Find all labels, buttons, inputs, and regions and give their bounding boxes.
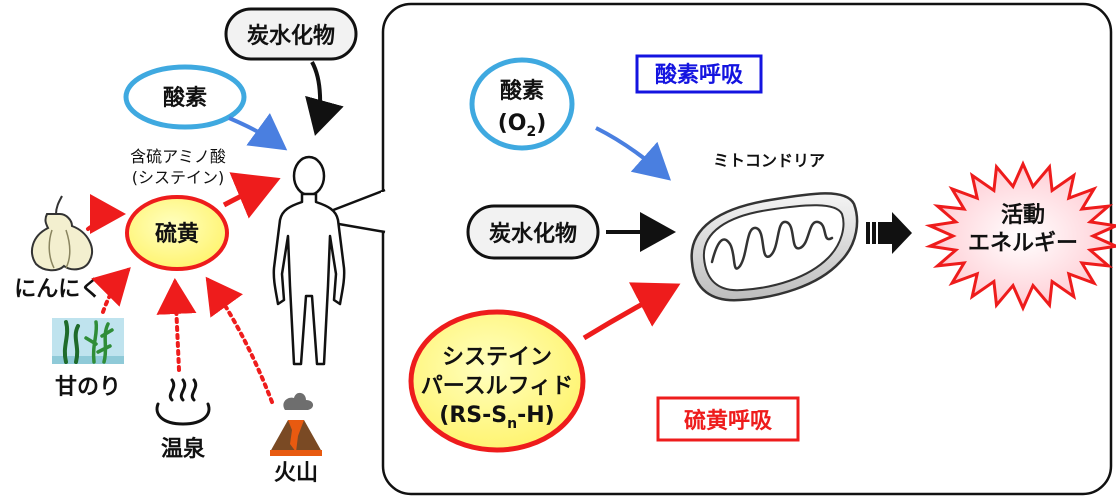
human-body-icon: [272, 155, 346, 366]
arrow-oxygen-to-body: [228, 113, 288, 151]
aerobic-respiration-label: 酸素呼吸: [655, 62, 744, 88]
arrow-sulfur-to-body: [222, 172, 281, 219]
cysteine-label-line2: パースルフィド: [421, 374, 573, 399]
cysteine-label: (システイン): [132, 168, 225, 187]
carbohydrate-label-right: 炭水化物: [489, 221, 577, 247]
oxygen-label-right: 酸素: [500, 78, 544, 104]
sulfur-respiration-label: 硫黄呼吸: [684, 408, 773, 434]
arrow-seaweed-to-sulfur: [91, 267, 131, 314]
cysteine-persulfide-node: システイン パースルフィド (RS-Sn-H): [408, 309, 586, 453]
garlic-icon: [31, 195, 93, 272]
energy-label-line1: 活動: [1001, 203, 1045, 228]
arrow-garlic-to-sulfur: [86, 194, 126, 235]
oxygen-label-left: 酸素: [163, 85, 207, 111]
oxygen-node-left: 酸素: [123, 64, 247, 130]
aerobic-respiration-box: 酸素呼吸: [635, 54, 763, 94]
seaweed-icon: [52, 318, 124, 364]
burst-shape: [924, 160, 1116, 312]
carbohydrate-label-left: 炭水化物: [247, 23, 335, 49]
mitochondria-icon: [690, 192, 859, 302]
cysteine-label-line1: システイン: [442, 345, 552, 370]
hot-spring-label: 温泉: [161, 436, 206, 462]
cysteine-formula: (RS-Sn-H): [439, 403, 554, 432]
arrow-carb-to-body: [305, 61, 344, 136]
mitochondria-label: ミトコンドリア: [713, 151, 825, 170]
energy-label-line2: エネルギー: [968, 231, 1078, 256]
arrow-volcano-to-sulfur: [205, 276, 274, 404]
sulfur-respiration-box: 硫黄呼吸: [656, 396, 800, 442]
seaweed-label: 甘のり: [55, 375, 121, 400]
arrow-oxygen-to-mitochondria: [595, 126, 671, 181]
garlic-label: にんにく: [14, 277, 102, 302]
sulfur-label: 硫黄: [155, 221, 199, 247]
energy-burst: 活動 エネルギー: [924, 160, 1116, 312]
volcano-label: 火山: [274, 461, 318, 486]
carbohydrate-node-left: 炭水化物: [224, 7, 358, 61]
hot-spring-icon: [155, 378, 211, 426]
oxygen-formula: (O2): [498, 111, 547, 140]
carbohydrate-node-right: 炭水化物: [466, 204, 600, 260]
sulfur-amino-acid-label: 含硫アミノ酸: [130, 147, 226, 166]
arrow-hot-spring-to-sulfur: [156, 278, 197, 372]
block-arrow-icon: [866, 212, 912, 254]
sulfur-node: 硫黄: [125, 195, 229, 271]
volcano-icon: [270, 392, 322, 456]
oxygen-node-right: 酸素 (O2): [469, 57, 575, 151]
arrow-cysteine-to-mitochondria: [582, 282, 681, 341]
